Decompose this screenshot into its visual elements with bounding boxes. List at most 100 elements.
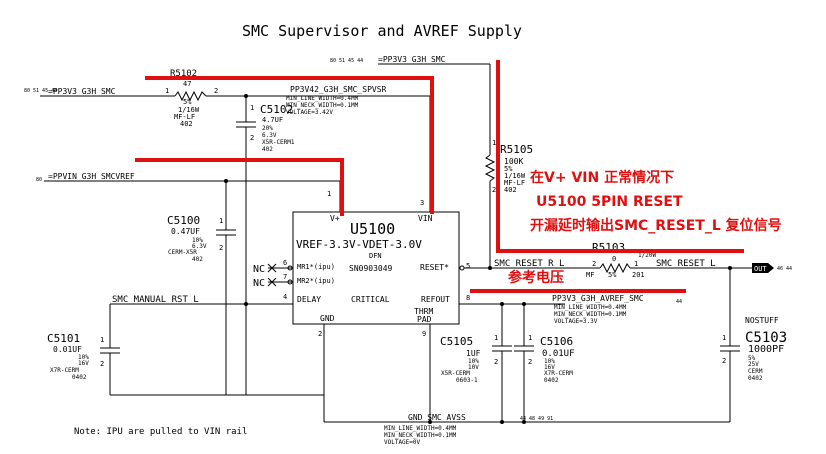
svg-text:2: 2 [318,330,322,338]
svg-text:SN0903049: SN0903049 [349,264,393,273]
svg-text:R5105: R5105 [500,143,533,156]
svg-text:4.7UF: 4.7UF [262,116,283,124]
svg-text:9: 9 [422,330,426,338]
svg-text:MF-LF: MF-LF [174,113,195,121]
svg-text:5%: 5% [183,98,192,106]
capacitor-c5102: 1 2 C5102 4.7UF 20% 6.3V X5R-CERM1 402 [236,96,295,153]
svg-text:THRM: THRM [414,307,433,316]
svg-text:DFN: DFN [369,252,382,260]
svg-text:3: 3 [420,199,424,207]
svg-text:1: 1 [165,87,169,95]
svg-text:1/20W: 1/20W [638,252,656,259]
svg-text:VOLTAGE=3.42V: VOLTAGE=3.42V [286,109,333,116]
svg-text:2: 2 [250,134,254,142]
svg-text:2: 2 [492,186,496,194]
resistor-r5105: 1 2 R5105 100K 5% 1/16W MF-LF 402 [484,139,533,268]
svg-text:MF: MF [586,271,594,279]
net-pp3v3-left: =PP3V3_G3H_SMC [48,87,116,96]
annotation-line1: 在V+ VIN 正常情况下 [530,169,674,186]
svg-text:2: 2 [592,260,596,268]
svg-text:1UF: 1UF [466,349,481,358]
capacitor-c5101: 1 2 C5101 0.01UF 10% 16V X7R-CERM 0402 [47,304,120,381]
svg-text:MIN_NECK_WIDTH=0.1MM: MIN_NECK_WIDTH=0.1MM [286,102,359,109]
svg-text:C5105: C5105 [440,335,473,348]
svg-text:0.01UF: 0.01UF [53,345,82,354]
svg-text:6.3V: 6.3V [192,243,207,250]
svg-text:1/16W: 1/16W [178,106,200,114]
nc-pin6: NC [253,264,265,275]
svg-text:GND: GND [320,314,335,323]
svg-text:MIN_LINE_WIDTH=0.4MM: MIN_LINE_WIDTH=0.4MM [384,425,457,432]
svg-text:2: 2 [219,244,223,252]
svg-text:1: 1 [250,104,254,112]
svg-text:DELAY: DELAY [297,295,321,304]
svg-text:C5102: C5102 [260,103,293,116]
svg-text:0: 0 [612,255,616,263]
svg-text:PAD: PAD [417,315,432,324]
net-ppvin: =PPVIN_G3H_SMCVREF [48,172,135,181]
svg-text:5%: 5% [608,271,617,279]
svg-text:80: 80 [36,177,42,183]
svg-text:CERM-X5R: CERM-X5R [168,249,197,256]
net-reset-l: SMC_RESET_L [656,259,716,269]
svg-text:10%: 10% [78,354,89,361]
svg-text:C5106: C5106 [540,335,573,348]
svg-text:0402: 0402 [544,377,559,384]
svg-text:MIN_NECK_WIDTH=0.1MM: MIN_NECK_WIDTH=0.1MM [384,432,457,439]
svg-text:402: 402 [180,120,193,128]
svg-text:44 48 49 91: 44 48 49 91 [520,416,553,422]
capacitor-c5100: 1 2 C5100 0.47UF 10% 6.3V CERM-X5R 402 [167,181,236,263]
svg-text:2: 2 [722,357,726,365]
svg-text:2: 2 [528,358,532,366]
svg-text:1: 1 [219,217,223,225]
page-title: SMC Supervisor and AVREF Supply [242,22,522,40]
svg-text:MIN_LINE_WIDTH=0.4MM: MIN_LINE_WIDTH=0.4MM [286,95,359,102]
svg-text:10%: 10% [468,358,479,365]
svg-text:R5102: R5102 [170,69,197,79]
svg-text:NOSTUFF: NOSTUFF [745,316,779,325]
capacitor-c5103: 1 2 NOSTUFF C5103 1000PF 5% 25V CERM 040… [720,268,787,382]
svg-text:47: 47 [183,80,191,88]
net-pp3v3-left-refs: 80 51 45 44 [24,88,57,94]
net-manual-rst: SMC_MANUAL_RST_L [112,295,199,305]
svg-text:10%: 10% [192,237,203,244]
svg-text:10V: 10V [468,364,479,371]
svg-text:CRITICAL: CRITICAL [351,295,390,304]
svg-text:100K: 100K [504,157,523,166]
svg-text:REFOUT: REFOUT [421,295,450,304]
svg-text:MF-LF: MF-LF [504,179,525,187]
svg-text:402: 402 [262,146,273,153]
svg-text:25V: 25V [748,361,759,368]
svg-text:10%: 10% [544,358,555,365]
svg-text:6: 6 [283,259,287,267]
svg-text:16V: 16V [78,360,89,367]
svg-text:1: 1 [327,190,331,198]
nc-pin7: NC [253,278,265,289]
svg-text:MIN_LINE_WIDTH=0.4MM: MIN_LINE_WIDTH=0.4MM [554,304,627,311]
resistor-r5102: R5102 1 2 47 5% 1/16W MF-LF 402 [165,69,218,128]
net-gnd: GND_SMC_AVSS [408,413,466,422]
svg-text:44: 44 [676,299,682,305]
svg-text:MR2*(ipu): MR2*(ipu) [297,277,335,285]
svg-text:402: 402 [192,256,203,263]
svg-text:X7R-CERM: X7R-CERM [544,370,573,377]
svg-text:VREF-3.3V-VDET-3.0V: VREF-3.3V-VDET-3.0V [296,238,422,251]
svg-text:6.3V: 6.3V [262,132,277,139]
svg-text:2: 2 [494,358,498,366]
off-page-connector-out[interactable]: OUT [752,263,774,273]
svg-text:1: 1 [100,336,104,344]
svg-text:1: 1 [492,139,496,147]
svg-text:1000PF: 1000PF [748,344,784,355]
svg-text:1: 1 [528,334,532,342]
svg-text:20%: 20% [262,125,273,132]
svg-text:16V: 16V [544,364,555,371]
svg-text:VOLTAGE=0V: VOLTAGE=0V [384,439,421,446]
svg-text:46 44: 46 44 [777,266,792,272]
svg-text:CERM: CERM [748,368,763,375]
svg-text:X5R-CERM: X5R-CERM [441,370,470,377]
net-spvsr: PP3V42_G3H_SMC_SPVSR [290,85,387,94]
svg-text:7: 7 [283,273,287,281]
resistor-r5103: R5103 2 1 0 5% MF 201 1/20W [586,241,656,279]
svg-text:0603-1: 0603-1 [456,377,478,384]
